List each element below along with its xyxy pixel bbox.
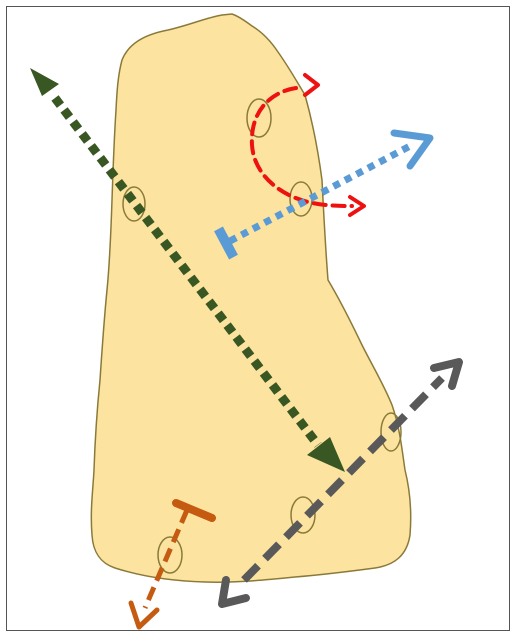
orange-arrow-shaft xyxy=(142,509,190,609)
orange-arrowhead xyxy=(128,600,160,630)
red-arrowhead-top xyxy=(303,73,320,97)
gray-arrowhead-top xyxy=(430,358,463,390)
gray-dashed-double-arrow xyxy=(218,358,463,608)
green-arrowhead-top xyxy=(30,68,59,96)
blue-arrow-shaft xyxy=(228,141,414,245)
ring-marker-bottom-left xyxy=(157,536,183,574)
blue-arrow-start-bar xyxy=(214,226,238,260)
red-arrowhead-bottom xyxy=(348,195,366,217)
gray-arrowhead-bottom xyxy=(218,576,250,608)
ring-marker-upper-right xyxy=(246,98,272,138)
ring-marker-lower-right xyxy=(380,412,402,452)
green-arrow-shaft xyxy=(51,95,322,448)
red-dashed-curved-arrow xyxy=(249,73,366,217)
orange-dashed-arrow xyxy=(128,499,216,630)
gray-arrow-shaft xyxy=(241,375,445,583)
tan-blob-shape xyxy=(90,13,412,583)
ring-marker-left xyxy=(122,186,146,222)
ring-marker-bottom-middle xyxy=(290,496,316,534)
blue-arrowhead xyxy=(390,129,434,170)
green-dotted-double-arrow xyxy=(30,68,345,472)
red-arrow-curve xyxy=(249,86,354,208)
blue-dotted-arrow xyxy=(214,129,434,260)
green-arrowhead-bottom xyxy=(307,437,345,472)
orange-arrow-start-bar xyxy=(172,499,216,522)
